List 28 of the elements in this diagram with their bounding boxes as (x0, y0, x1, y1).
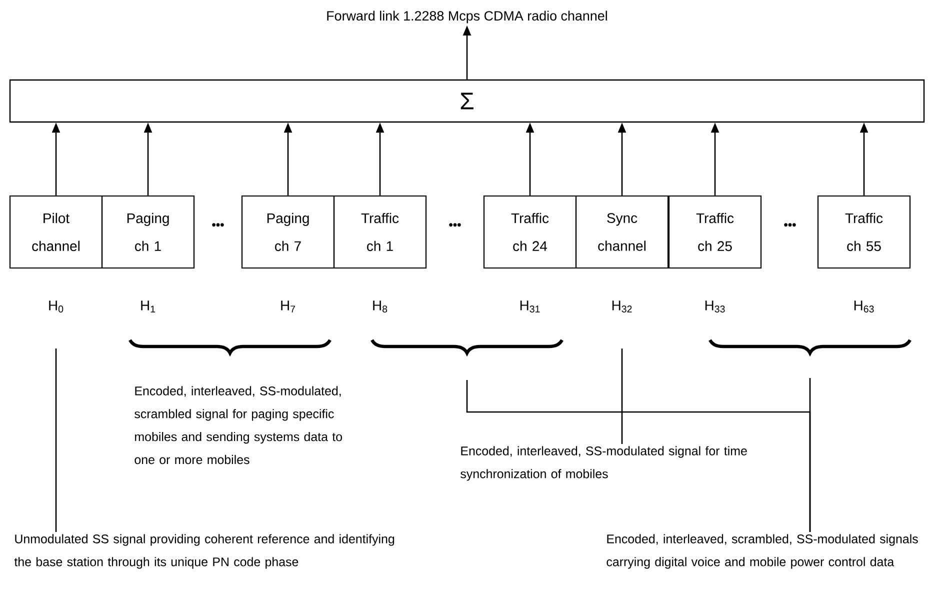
description-text: Unmodulated SS signal providing coherent reference and identifying the base station through its unique PN code phase (14, 534, 394, 569)
code-label: H$_{33}$ (705, 300, 725, 312)
channel-box: Traffic ch 55 (817, 195, 911, 269)
ellipsis-dots: ••• (449, 223, 461, 227)
channel-box: Traffic ch 1 (333, 195, 427, 269)
code-label: H$_{8}$ (373, 300, 388, 312)
code-label: H$_{63}$ (854, 300, 874, 312)
ellipsis-dots: ••• (212, 223, 224, 227)
code-label: H$_{7}$ (281, 300, 296, 312)
description-text: Encoded, interleaved, scrambled, SS-modulated signals carrying digital voice and mobile power control data (606, 534, 918, 569)
title-text: Forward link 1.2288 Mcps CDMA radio channel (327, 10, 607, 24)
channel-box: Paging ch 7 (241, 195, 335, 269)
summer-box: Σ (9, 79, 925, 123)
code-label: H$_{1}$ (141, 300, 156, 312)
channel-box: Sync channel (575, 195, 669, 269)
code-label: H$_{31}$ (520, 300, 540, 312)
code-label: H$_{0}$ (49, 300, 64, 312)
channel-box: Traffic ch 24 (483, 195, 577, 269)
description-text: Encoded, interleaved, SS-modulated, scrambled signal for paging specific mobiles and sending systems data to one or more mobiles (134, 386, 342, 464)
leader-line (55, 348, 57, 532)
leader-line (621, 348, 623, 444)
channel-box: Pilot channel (9, 195, 103, 269)
ellipsis-dots: ••• (784, 223, 796, 227)
code-label: H$_{32}$ (612, 300, 632, 312)
description-text: Encoded, interleaved, SS-modulated signal for time synchronization of mobiles (460, 446, 747, 481)
channel-box: Paging ch 1 (101, 195, 195, 269)
leader-line (809, 378, 811, 532)
channel-box: Traffic ch 25 (668, 195, 762, 269)
